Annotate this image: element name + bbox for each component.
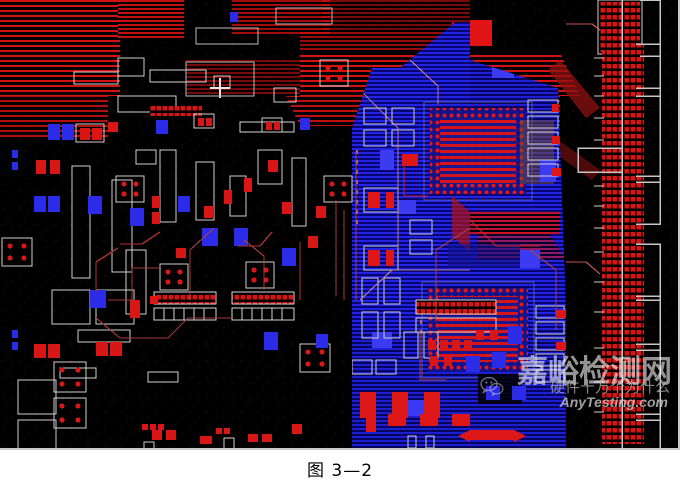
bottom-left-parts xyxy=(142,424,235,448)
left-component-field xyxy=(1,12,557,448)
lower-red-parts xyxy=(407,430,526,448)
header-row xyxy=(73,69,295,321)
pcb-canvas xyxy=(0,0,678,448)
board-outline xyxy=(185,7,333,97)
pcb-layout-image: 嘉峪检测网 硬件十万个为什么 AnyTesting.com xyxy=(0,0,680,450)
right-connector-stack xyxy=(566,0,661,448)
via-array xyxy=(1,59,353,429)
crosshair-cursor xyxy=(210,78,230,98)
figure-caption: 图 3—2 xyxy=(306,461,374,481)
mixed-pad-cluster xyxy=(428,326,526,400)
smd-pad xyxy=(34,122,326,444)
smd-pad-bottom xyxy=(12,12,328,350)
bga-footprint-upper xyxy=(423,101,554,201)
blue-plane-polygon xyxy=(352,22,566,448)
